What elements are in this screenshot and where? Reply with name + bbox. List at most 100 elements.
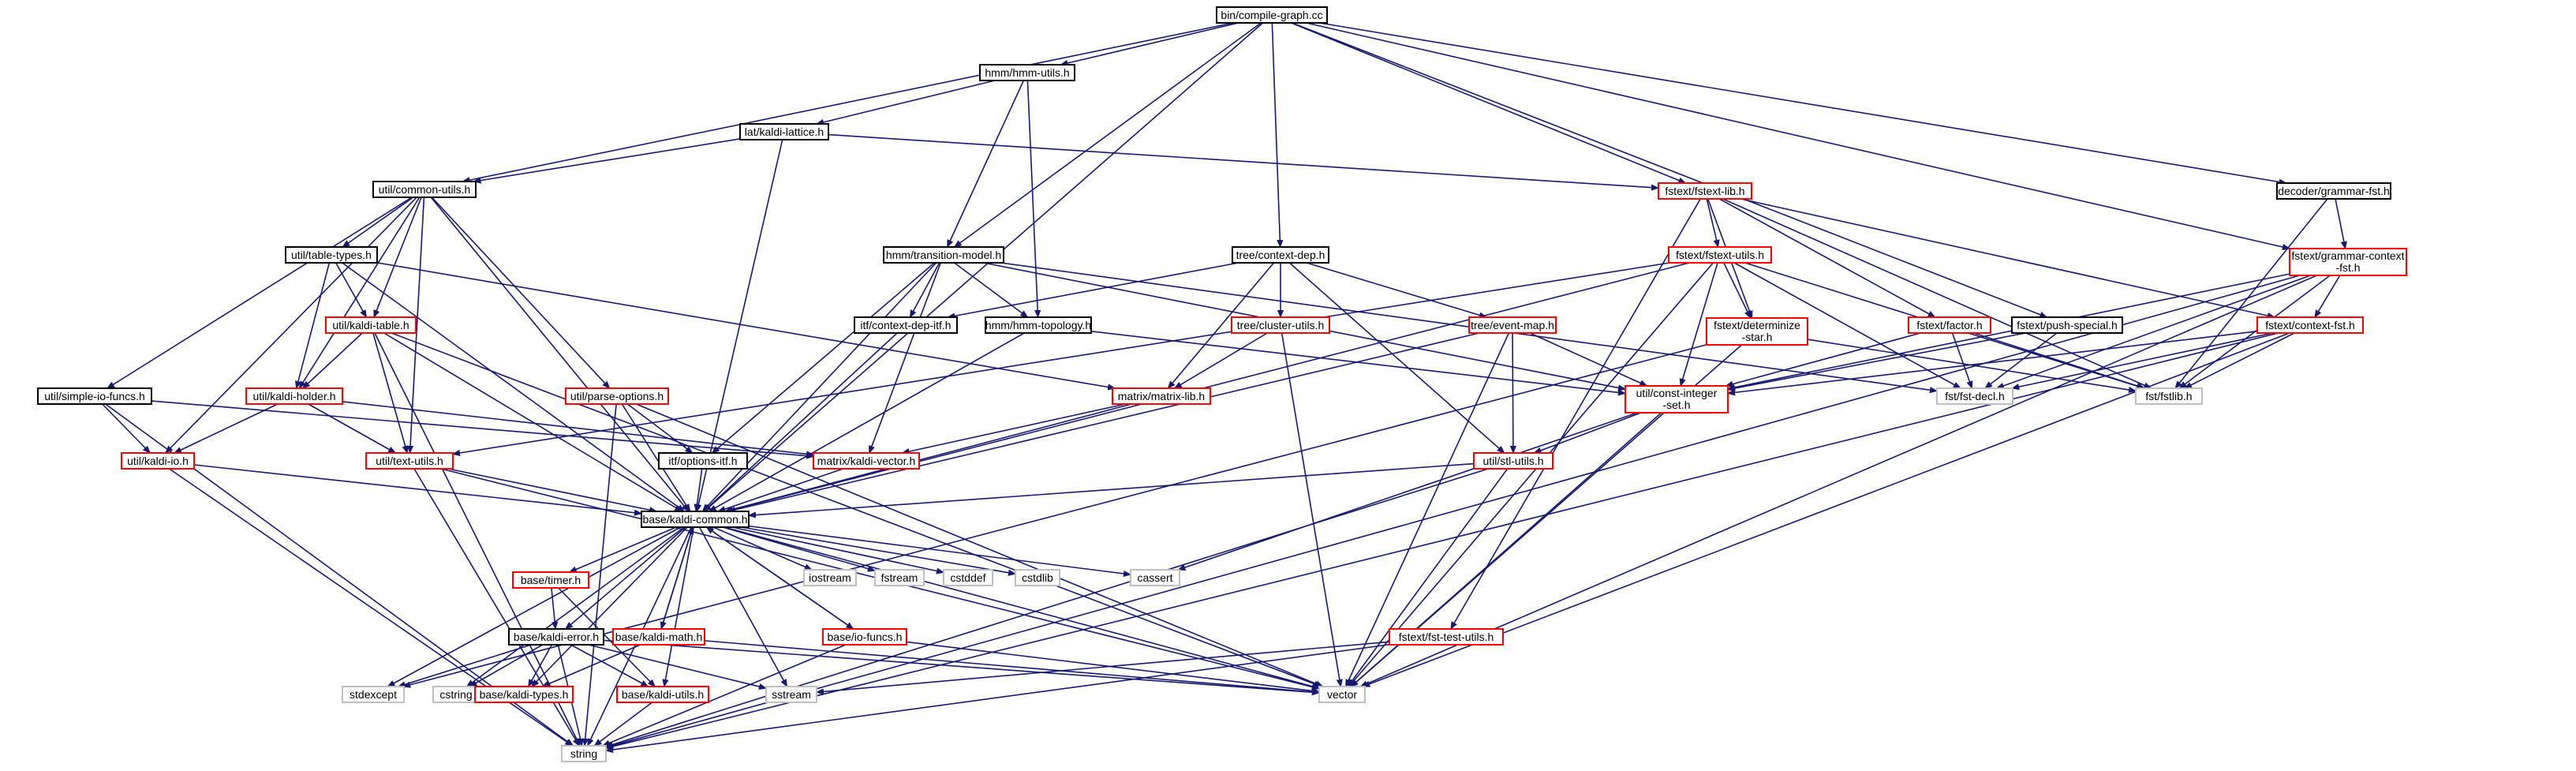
edge-kaldivector-to-kaldicommon <box>718 468 843 511</box>
node-iofuncs[interactable]: base/io-funcs.h <box>822 628 907 646</box>
node-box <box>1231 316 1330 334</box>
node-label: util/kaldi-table.h <box>332 319 409 331</box>
edge-commonutils-to-kaldiio <box>166 196 417 453</box>
node-box <box>803 569 857 586</box>
node-cstring: cstring <box>432 686 480 703</box>
node-label: hmm/hmm-topology.h <box>985 319 1091 331</box>
node-contextdep[interactable]: tree/context-dep.h <box>1232 246 1329 264</box>
node-lattice[interactable]: lat/kaldi-lattice.h <box>739 123 829 140</box>
node-kaldiutils[interactable]: base/kaldi-utils.h <box>616 686 709 703</box>
node-timer[interactable]: base/timer.h <box>512 571 589 589</box>
node-pushspecial[interactable]: fstext/push-special.h <box>2011 316 2123 334</box>
node-fsttestutils[interactable]: fstext/fst-test-utils.h <box>1389 628 1504 646</box>
node-matrixlib[interactable]: matrix/matrix-lib.h <box>1112 387 1211 405</box>
edge-factor-to-fstdecl <box>1951 332 1972 388</box>
edge-kaldierror-to-cstring <box>469 644 544 687</box>
node-stlutils[interactable]: util/stl-utils.h <box>1473 452 1553 470</box>
node-kaldivector[interactable]: matrix/kaldi-vector.h <box>813 452 920 470</box>
node-eventmap[interactable]: tree/event-map.h <box>1468 316 1557 334</box>
node-textutils[interactable]: util/text-utils.h <box>365 452 454 470</box>
node-kaldiholder[interactable]: util/kaldi-holder.h <box>245 387 343 405</box>
node-compile[interactable]: bin/compile-graph.cc <box>1216 6 1328 24</box>
edge-clusterutils-to-vector <box>1281 332 1341 687</box>
node-kaldicommon[interactable]: base/kaldi-common.h <box>641 511 750 528</box>
node-constint[interactable]: util/const-integer-set.h <box>1624 385 1729 414</box>
node-hmmutils[interactable]: hmm/hmm-utils.h <box>979 64 1075 81</box>
node-box <box>943 569 993 586</box>
edge-commonutils-to-textutils <box>410 196 425 453</box>
node-ctxdepitf[interactable]: itf/context-dep-itf.h <box>854 316 958 334</box>
node-grammarfst[interactable]: decoder/grammar-fst.h <box>2276 182 2391 200</box>
edge-commonutils-to-kaldiholder <box>298 196 421 388</box>
node-box <box>1468 316 1557 334</box>
node-fstextlib[interactable]: fstext/fstext-lib.h <box>1658 182 1752 200</box>
node-kalditypes[interactable]: base/kaldi-types.h <box>474 686 574 703</box>
node-transmodel[interactable]: hmm/transition-model.h <box>883 246 1004 264</box>
node-label: cstdlib <box>1022 571 1053 584</box>
edge-eventmap-to-kaldicommon <box>728 332 1480 511</box>
edge-kaldiutils-to-string <box>594 702 653 746</box>
node-label: fstext/determinize-star.h <box>1714 319 1800 343</box>
node-commonutils[interactable]: util/common-utils.h <box>372 181 477 198</box>
edge-parseoptions-to-string <box>585 403 617 746</box>
edge-contextfst-to-string <box>606 332 2279 748</box>
node-factor[interactable]: fstext/factor.h <box>1908 316 1991 334</box>
node-box <box>1908 316 1991 334</box>
node-determinize[interactable]: fstext/determinize-star.h <box>1706 317 1808 346</box>
edge-grammarctx-to-vector <box>1360 275 2317 687</box>
edge-eventmap-to-constint <box>1529 332 1647 387</box>
node-box <box>1232 246 1329 264</box>
node-box <box>616 686 709 703</box>
edge-tabletypes-to-matrixlib <box>376 262 1115 388</box>
node-simpleio[interactable]: util/simple-io-funcs.h <box>37 387 152 405</box>
node-label: tree/context-dep.h <box>1236 249 1325 261</box>
node-box <box>512 571 589 589</box>
node-label: util/text-utils.h <box>376 455 443 467</box>
node-label: vector <box>1327 688 1357 701</box>
edge-simpleio-to-kaldivector <box>151 400 813 456</box>
edge-kaldicommon-to-stdexcept <box>387 526 682 687</box>
node-label: fstext/fstext-lib.h <box>1665 185 1744 197</box>
node-optionsitf[interactable]: itf/options-itf.h <box>658 452 748 470</box>
edge-contextdep-to-eventmap <box>1306 262 1486 317</box>
node-hmmtopo[interactable]: hmm/hmm-topology.h <box>985 316 1092 334</box>
node-grammarctx[interactable]: fstext/grammar-context-fst.h <box>2289 248 2407 276</box>
node-kaldiio[interactable]: util/kaldi-io.h <box>121 452 195 470</box>
node-label: util/const-integer-set.h <box>1636 387 1718 411</box>
edge-parseoptions-to-kaldicommon <box>621 403 691 511</box>
node-kaldierror[interactable]: base/kaldi-error.h <box>508 628 604 646</box>
node-box <box>474 686 574 703</box>
node-box <box>1112 387 1211 405</box>
edge-tabletypes-to-kaldiholder <box>297 262 331 388</box>
node-kalditable[interactable]: util/kaldi-table.h <box>325 316 417 334</box>
node-label: matrix/matrix-lib.h <box>1118 390 1205 402</box>
node-box <box>1216 6 1328 24</box>
edge-transmodel-to-optionsitf <box>712 262 935 453</box>
node-box <box>1473 452 1553 470</box>
node-fstextutils[interactable]: fstext/fstext-utils.h <box>1668 246 1772 264</box>
node-contextfst[interactable]: fstext/context-fst.h <box>2256 316 2364 334</box>
edge-compile-to-commonutils <box>463 22 1234 182</box>
edge-constint-to-stlutils <box>1535 412 1642 454</box>
node-tabletypes[interactable]: util/table-types.h <box>285 246 378 264</box>
node-kaldimath[interactable]: base/kaldi-math.h <box>612 628 705 646</box>
node-box <box>874 569 925 586</box>
edge-fstextutils-to-vector <box>1349 262 1714 687</box>
node-label: string <box>570 747 597 760</box>
node-fstream: fstream <box>874 569 925 586</box>
edge-kaldicommon-to-iostream <box>712 526 812 571</box>
edge-textutils-to-string <box>413 468 580 746</box>
node-box <box>37 387 152 405</box>
edge-parseoptions-to-optionsitf <box>626 403 692 453</box>
node-label: hmm/transition-model.h <box>886 249 1001 261</box>
node-label: tree/cluster-utils.h <box>1237 319 1324 331</box>
node-clusterutils[interactable]: tree/cluster-utils.h <box>1231 316 1330 334</box>
edge-grammarctx-to-contextfst <box>2314 275 2341 317</box>
edge-lattice-to-fstextlib <box>828 133 1658 189</box>
edge-fstextutils-to-fstdecl <box>1733 262 1961 389</box>
edge-fsttestutils-to-string <box>606 643 1390 750</box>
edge-compile-to-transmodel <box>955 22 1262 247</box>
edge-kaldimath-to-kalditypes <box>542 644 641 687</box>
edge-lattice-to-commonutils <box>473 138 741 182</box>
node-parseoptions[interactable]: util/parse-options.h <box>565 387 669 405</box>
